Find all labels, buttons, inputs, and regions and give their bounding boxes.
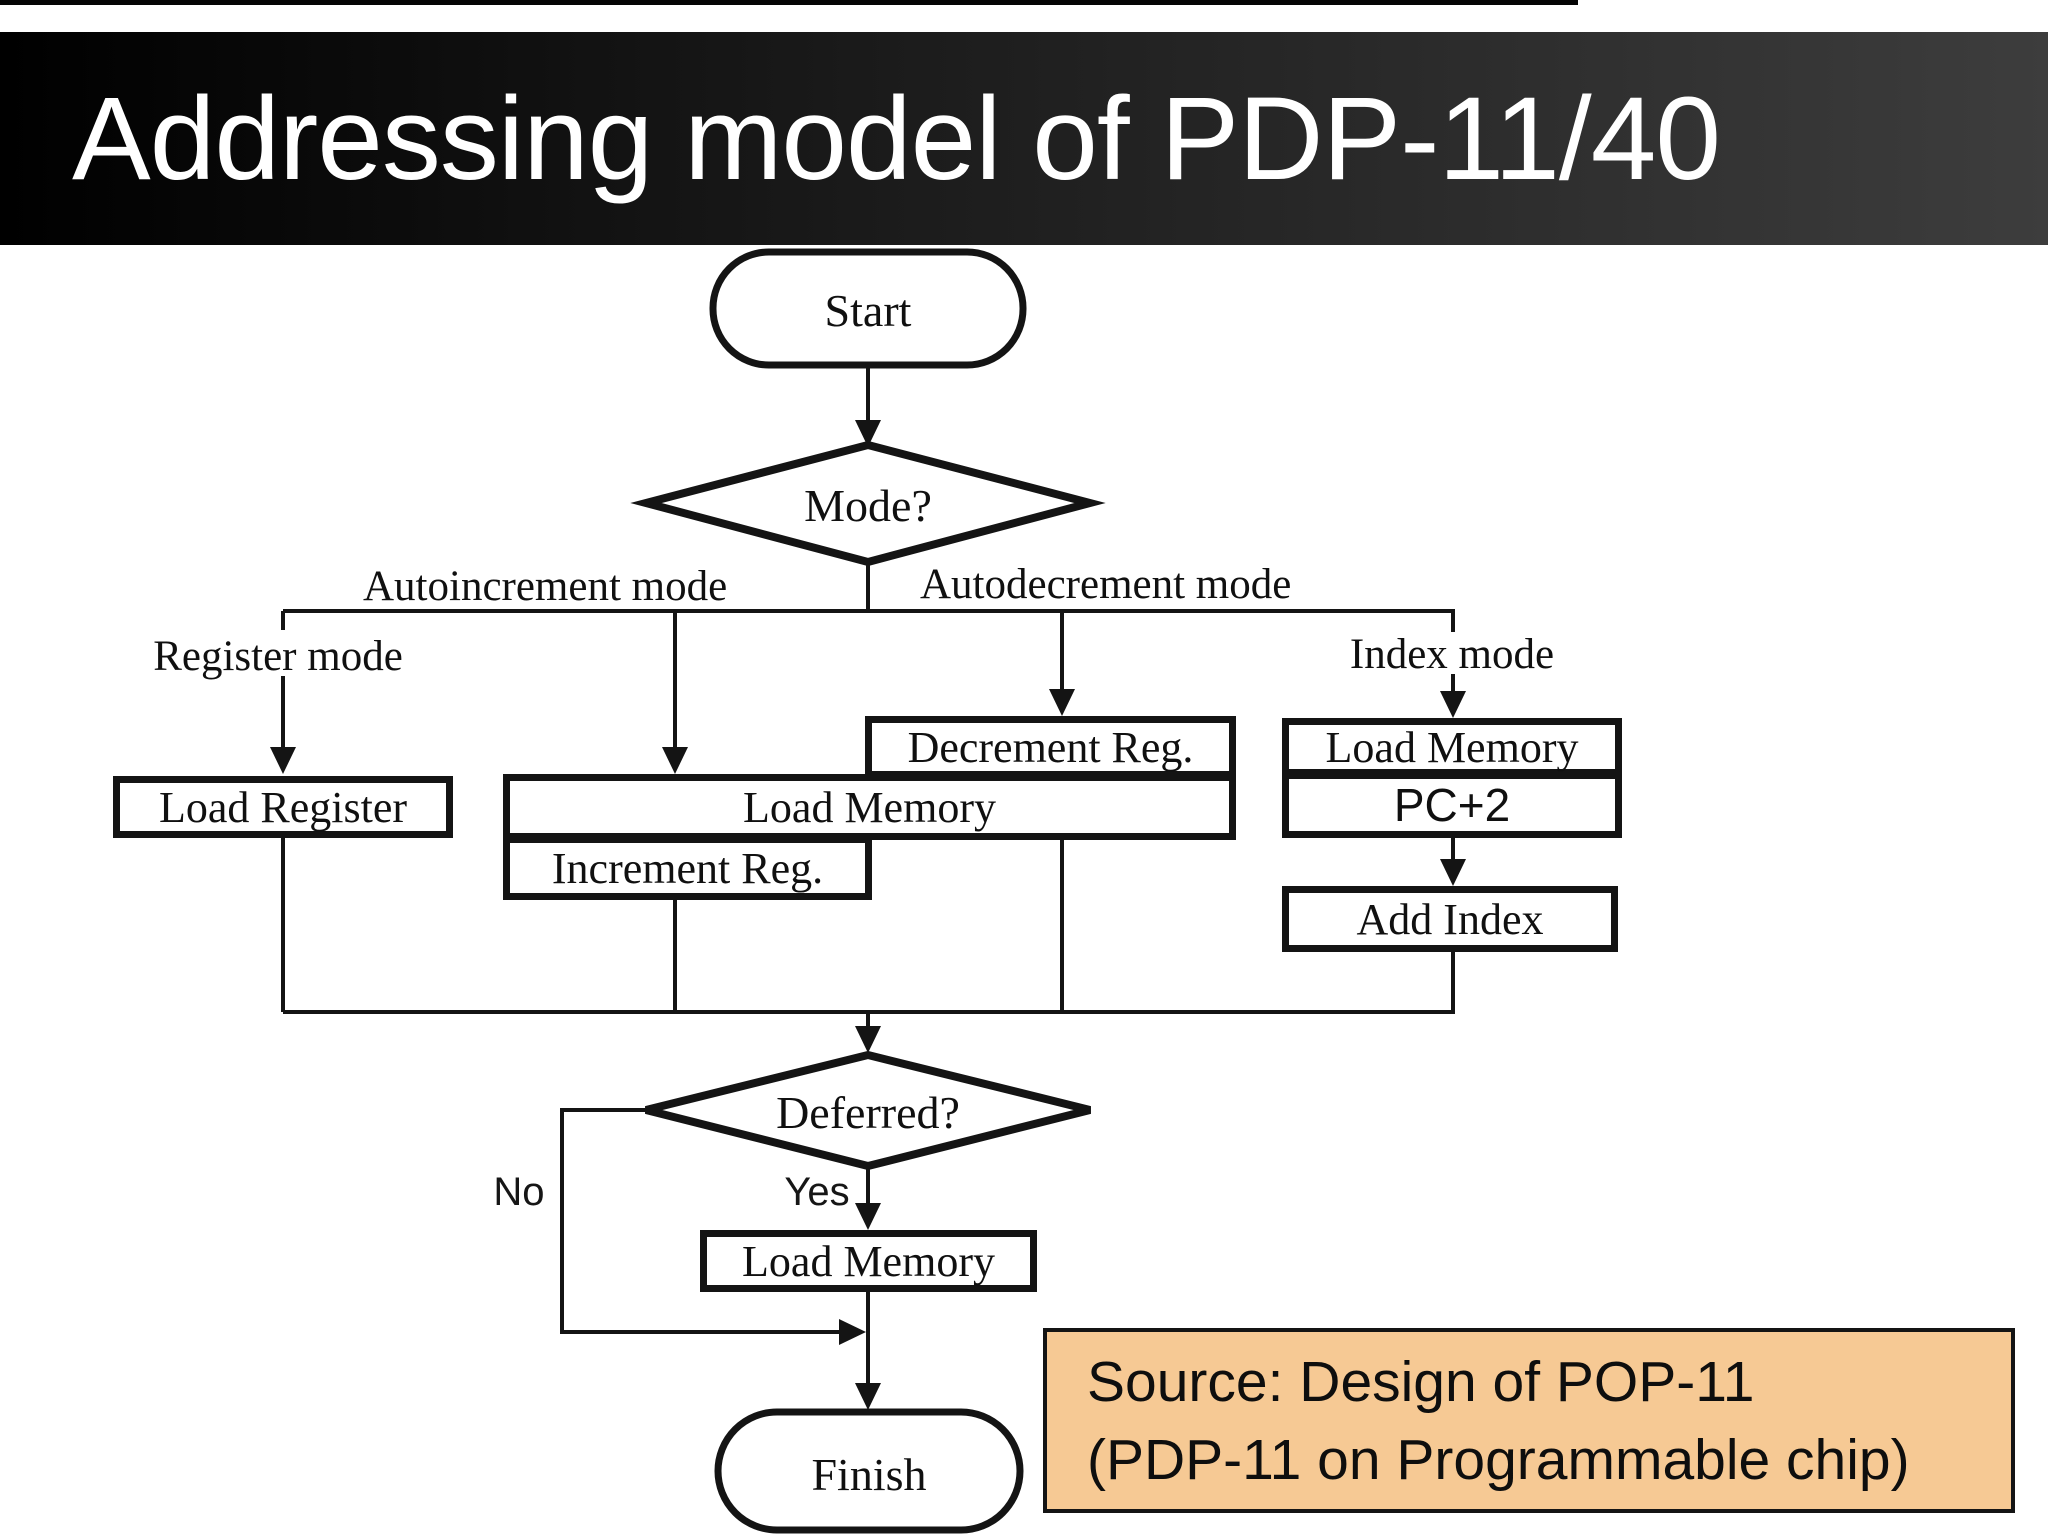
finish-label: Finish (811, 1449, 927, 1500)
autoincrement-mode-label: Autoincrement mode (363, 563, 728, 610)
pc-plus-two-text: PC+2 (1393, 779, 1511, 831)
load-memory-deferred-box: Load Memory (700, 1230, 1037, 1292)
load-memory-index-text: Load Memory (1325, 722, 1579, 772)
pc-plus-two-box: PC+2 (1282, 772, 1622, 838)
decrement-reg-text: Decrement Reg. (907, 722, 1194, 772)
finish-terminator-shape (714, 1408, 1024, 1534)
index-mode-label: Index mode (1349, 631, 1555, 678)
page-title: Addressing model of PDP-11/40 (72, 72, 1721, 205)
mode-decision-diamond (630, 440, 1106, 567)
arrowhead-into-deferred (855, 1026, 881, 1053)
add-index-box: Add Index (1282, 886, 1618, 952)
arrowhead-no-join (839, 1319, 866, 1345)
title-banner: Addressing model of PDP-11/40 (0, 32, 2048, 245)
arrowhead-into-load-memory-index (1440, 691, 1466, 718)
source-note-line2: (PDP-11 on Programmable chip) (1087, 1427, 1910, 1492)
load-memory-deferred-text: Load Memory (742, 1236, 995, 1286)
arrowhead-into-load-register (270, 747, 296, 774)
start-terminator-shape (709, 248, 1027, 369)
arrowhead-into-load-memory-main (662, 747, 688, 774)
load-memory-main-text: Load Memory (743, 782, 996, 832)
start-label: Start (824, 285, 912, 336)
add-index-text: Add Index (1356, 894, 1544, 944)
load-register-text: Load Register (158, 782, 408, 832)
increment-reg-box: Increment Reg. (503, 836, 872, 900)
arrowhead-into-mode (855, 420, 881, 447)
arrowhead-into-finish (855, 1383, 881, 1410)
connector-no-loop (560, 1108, 840, 1334)
load-memory-index-box: Load Memory (1282, 718, 1622, 776)
arrowhead-into-decrement (1049, 689, 1075, 716)
source-note-box: Source: Design of POP-11 (PDP-11 on Prog… (1043, 1328, 2015, 1513)
no-branch-label: No (493, 1170, 545, 1214)
load-memory-main-box: Load Memory (503, 774, 1236, 840)
top-rule-line (0, 0, 1578, 5)
deferred-question-label: Deferred? (776, 1087, 960, 1138)
increment-reg-text: Increment Reg. (551, 843, 824, 893)
deferred-decision-diamond (645, 1050, 1091, 1171)
arrowhead-into-add-index (1440, 859, 1466, 886)
source-note-line1: Source: Design of POP-11 (1087, 1349, 1755, 1414)
load-register-box: Load Register (113, 776, 453, 838)
register-mode-label: Register mode (153, 633, 403, 680)
autodecrement-mode-label: Autodecrement mode (920, 561, 1292, 608)
mode-question-label: Mode? (804, 480, 932, 531)
yes-branch-label: Yes (784, 1170, 850, 1214)
decrement-reg-box: Decrement Reg. (865, 716, 1236, 778)
arrowhead-into-load-memory-deferred (855, 1203, 881, 1230)
